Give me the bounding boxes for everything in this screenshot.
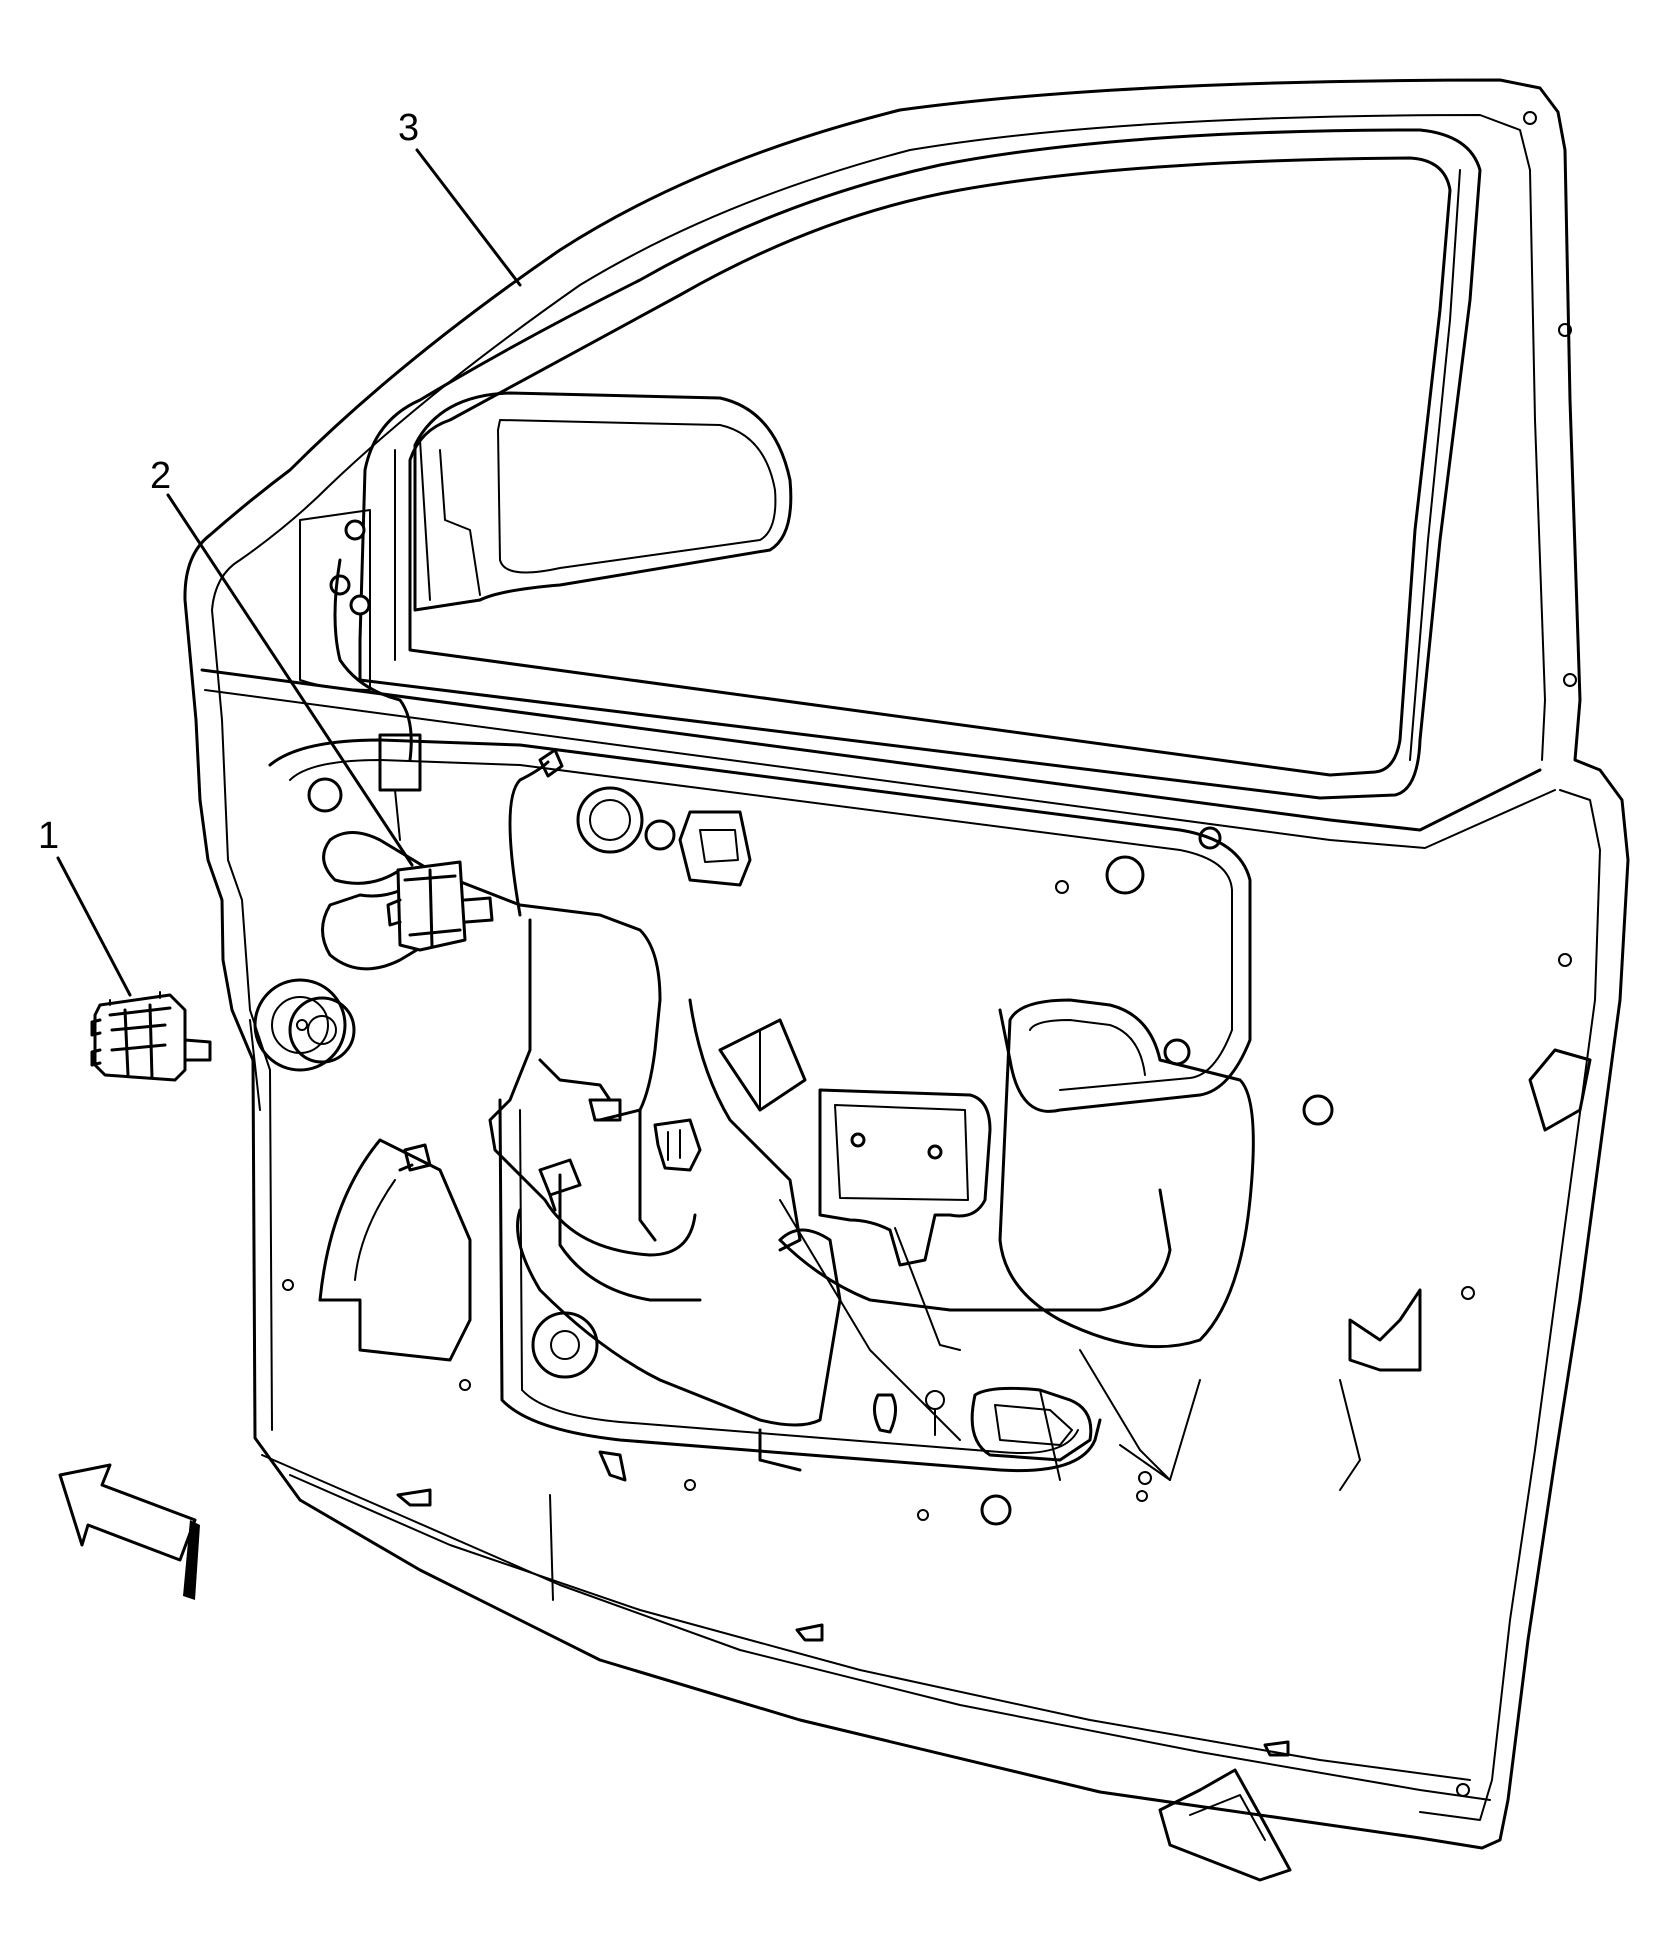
callout-label-2: 2 bbox=[150, 455, 171, 497]
view-direction-arrow-icon bbox=[58, 1463, 200, 1600]
power-switch bbox=[90, 991, 212, 1082]
wiring-harness bbox=[321, 748, 1172, 1482]
callout-label-1: 1 bbox=[38, 815, 59, 857]
module-connector bbox=[386, 860, 494, 952]
callout-leaders bbox=[56, 148, 522, 997]
callout-label-3: 3 bbox=[398, 107, 419, 149]
door-panel bbox=[183, 78, 1630, 1882]
